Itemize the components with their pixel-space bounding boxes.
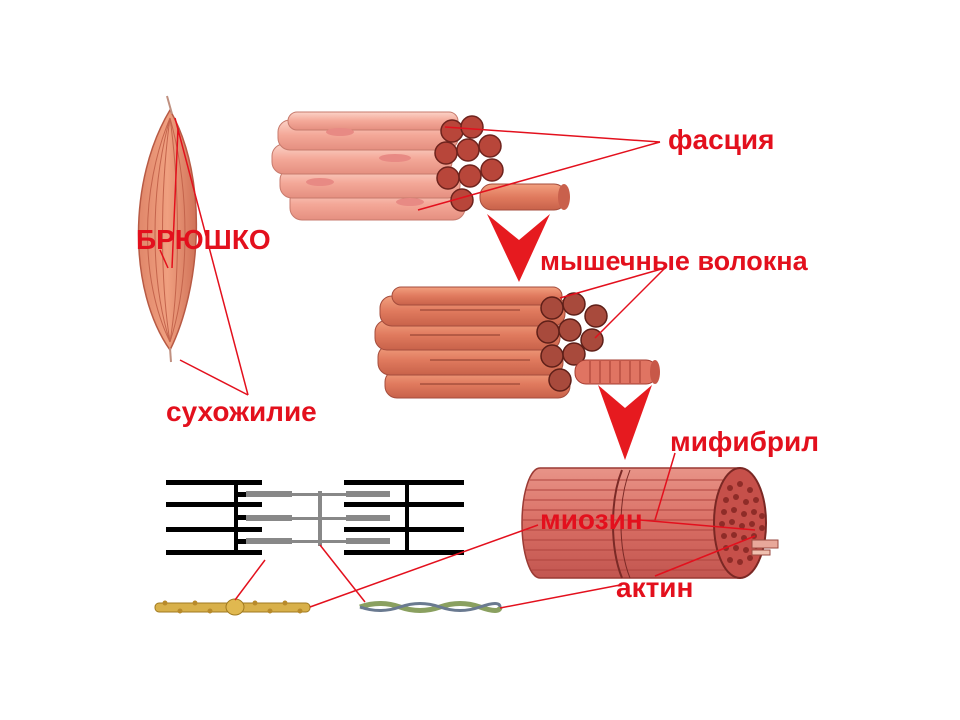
actin-filament-illustration bbox=[359, 601, 503, 613]
label-fascia: фасция bbox=[668, 124, 775, 155]
muscle-belly-illustration bbox=[137, 95, 198, 363]
muscle-fiber-bundle-illustration bbox=[374, 286, 660, 399]
leader-lines bbox=[159, 117, 756, 609]
down-arrow-icon bbox=[487, 214, 550, 282]
label-actin: актин bbox=[616, 572, 694, 603]
label-myosin: миозин bbox=[540, 504, 643, 535]
myofibril-illustration bbox=[521, 467, 779, 579]
label-tendon: сухожилие bbox=[166, 396, 317, 427]
fascicle-bundle-illustration bbox=[271, 111, 570, 221]
label-myofibril: мифибрил bbox=[670, 426, 820, 457]
label-belly: БРЮШКО bbox=[136, 224, 271, 255]
sarcomere-schematic bbox=[166, 480, 464, 555]
myosin-filament-illustration bbox=[154, 598, 311, 616]
down-arrow-icon bbox=[598, 385, 652, 460]
label-muscle-fibers: мышечные волокна bbox=[540, 246, 808, 276]
